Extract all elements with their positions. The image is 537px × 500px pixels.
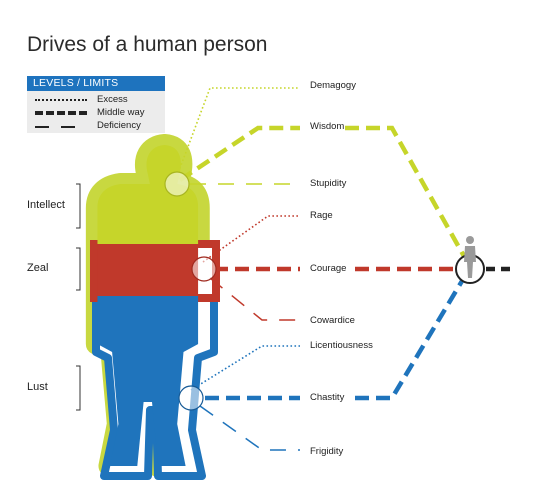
page-title: Drives of a human person xyxy=(27,33,268,56)
legend-header: LEVELS / LIMITS xyxy=(27,76,165,91)
deficiency-line-sample xyxy=(35,126,87,128)
zeal-excess-line xyxy=(202,215,300,263)
lust-lines xyxy=(190,279,464,451)
standing-person-icon xyxy=(455,236,485,284)
bracket-zeal xyxy=(76,247,81,291)
legend-label-excess: Excess xyxy=(97,94,128,105)
level-label-intellect: Intellect xyxy=(27,199,65,211)
legend-item-middle-way: Middle way xyxy=(31,107,163,119)
label-stupidity: Stupidity xyxy=(310,178,347,189)
level-label-lust: Lust xyxy=(27,381,48,393)
legend-item-deficiency: Deficiency xyxy=(31,120,163,132)
level-label-zeal: Zeal xyxy=(27,262,49,274)
label-demagogy: Demagogy xyxy=(310,80,356,91)
label-licentiousness: Licentiousness xyxy=(310,340,373,351)
lust-middle-line-right xyxy=(355,279,464,401)
intellect-lines xyxy=(176,87,467,260)
bracket-intellect xyxy=(76,183,81,229)
legend: LEVELS / LIMITS Excess Middle way Defici… xyxy=(27,76,165,133)
legend-label-deficiency: Deficiency xyxy=(97,120,141,131)
zeal-lines xyxy=(202,215,455,321)
intellect-excess-line xyxy=(176,87,300,177)
magnifier-circle-icon xyxy=(178,385,204,411)
magnifier-circle-icon xyxy=(191,256,217,282)
legend-item-excess: Excess xyxy=(31,94,163,106)
label-courage: Courage xyxy=(310,263,347,274)
magnifier-circle-icon xyxy=(164,171,190,197)
zeal-deficiency-line xyxy=(209,277,300,321)
intellect-middle-line-right xyxy=(345,125,467,260)
middle-way-line-sample xyxy=(35,111,87,115)
lust-excess-line xyxy=(190,345,300,391)
bracket-lust xyxy=(76,365,81,411)
label-frigidity: Frigidity xyxy=(310,446,344,457)
label-cowardice: Cowardice xyxy=(310,315,355,326)
excess-line-sample xyxy=(35,99,87,101)
label-chastity: Chastity xyxy=(310,392,345,403)
lust-deficiency-line xyxy=(199,405,300,451)
intellect-middle-line xyxy=(178,125,300,182)
label-wisdom: Wisdom xyxy=(310,121,345,132)
zeal-region xyxy=(97,244,199,296)
legend-label-middle-way: Middle way xyxy=(97,107,145,118)
label-rage: Rage xyxy=(310,210,333,221)
